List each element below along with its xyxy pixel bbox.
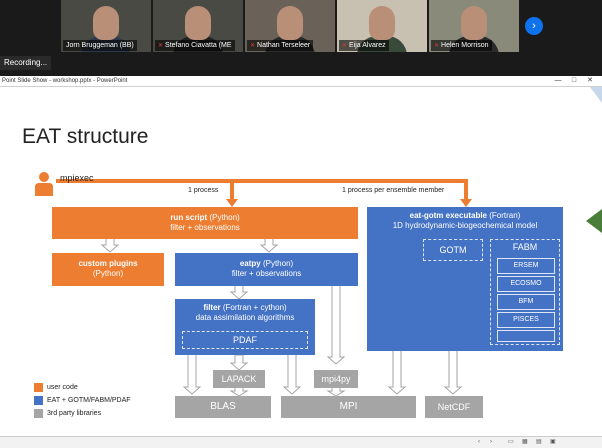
mpiexec-label: mpiexec bbox=[60, 173, 94, 183]
next-participants-button[interactable]: › bbox=[525, 17, 543, 35]
participant-face bbox=[461, 6, 487, 40]
legend-swatch-eat bbox=[34, 396, 43, 405]
mpi-box: MPI bbox=[281, 396, 416, 418]
fabm-item: ERSEM bbox=[497, 258, 555, 274]
participant-tile[interactable]: ✕Nathan Terseleer bbox=[245, 0, 335, 52]
chevron-right-icon: › bbox=[532, 20, 536, 32]
fabm-item: ECOSMO bbox=[497, 276, 555, 292]
one-process-label: 1 process bbox=[188, 187, 219, 194]
slide: EAT structure mpiexec 1 process bbox=[0, 87, 602, 436]
pdaf-box: PDAF bbox=[182, 331, 308, 349]
muted-mic-icon: ✕ bbox=[158, 43, 164, 49]
fabm-item bbox=[497, 330, 555, 342]
participant-name: ✕Stefano Ciavatta (ME bbox=[155, 40, 235, 51]
participant-face bbox=[185, 6, 211, 40]
participant-name: ✕Nathan Terseleer bbox=[247, 40, 314, 51]
netcdf-box: NetCDF bbox=[425, 396, 483, 418]
minimize-button[interactable]: — bbox=[554, 77, 562, 84]
participant-face bbox=[369, 6, 395, 40]
participant-name: ✕Helen Morrison bbox=[431, 40, 492, 51]
gotm-box: GOTM bbox=[423, 239, 483, 261]
next-slide-icon[interactable]: › bbox=[490, 439, 492, 445]
participant-tile[interactable]: ✕Helen Morrison bbox=[429, 0, 519, 52]
participant-tile[interactable]: Jorn Bruggeman (BB) bbox=[61, 0, 151, 52]
participant-tile[interactable]: ✕Stefano Ciavatta (ME bbox=[153, 0, 243, 52]
flow-arrows bbox=[56, 179, 472, 397]
participant-name: Jorn Bruggeman (BB) bbox=[63, 40, 137, 51]
window-titlebar: Point Slide Show - workshop.pptx - Power… bbox=[0, 76, 602, 87]
slide-next-marker bbox=[586, 209, 602, 233]
arrow-per-member bbox=[56, 179, 468, 201]
lapack-box: LAPACK bbox=[213, 370, 265, 388]
participant-name: ✕Eija Alvarez bbox=[339, 40, 389, 51]
reading-view-icon[interactable]: ▤ bbox=[536, 439, 542, 445]
legend-swatch-user-code bbox=[34, 383, 43, 392]
window-title: Point Slide Show - workshop.pptx - Power… bbox=[2, 78, 128, 84]
user-icon bbox=[35, 172, 53, 196]
blas-box: BLAS bbox=[175, 396, 271, 418]
slide-sorter-icon[interactable]: ▦ bbox=[522, 439, 528, 445]
fabm-item: PISCES bbox=[497, 312, 555, 328]
statusbar: ‹ › ▭ ▦ ▤ ▣ bbox=[0, 436, 602, 448]
slide-title: EAT structure bbox=[22, 125, 149, 148]
normal-view-icon[interactable]: ▭ bbox=[508, 439, 514, 445]
muted-mic-icon: ✕ bbox=[342, 43, 348, 49]
legend-user-code: user code bbox=[47, 384, 78, 391]
video-participant-strip: Jorn Bruggeman (BB) ✕Stefano Ciavatta (M… bbox=[0, 0, 602, 52]
legend-swatch-third-party bbox=[34, 409, 43, 418]
prev-slide-icon[interactable]: ‹ bbox=[478, 439, 480, 445]
fabm-label: FABM bbox=[512, 242, 538, 252]
fabm-box: FABM ERSEM ECOSMO BFM PISCES bbox=[490, 239, 560, 345]
participant-tile[interactable]: ✕Eija Alvarez bbox=[337, 0, 427, 52]
participant-face bbox=[277, 6, 303, 40]
slide-decoration bbox=[586, 87, 602, 233]
muted-mic-icon: ✕ bbox=[434, 43, 440, 49]
filter-box: filter (Fortran + cython) data assimilat… bbox=[175, 299, 315, 355]
participant-face bbox=[93, 6, 119, 40]
eatpy-box: eatpy (Python) filter + observations bbox=[175, 253, 358, 286]
run-script-box: run script (Python) filter + observation… bbox=[52, 207, 358, 239]
per-member-label: 1 process per ensemble member bbox=[342, 187, 445, 194]
legend-eat: EAT + GOTM/FABM/PDAF bbox=[47, 397, 131, 404]
fabm-item: BFM bbox=[497, 294, 555, 310]
slideshow-icon[interactable]: ▣ bbox=[550, 439, 556, 445]
muted-mic-icon: ✕ bbox=[250, 43, 256, 49]
close-button[interactable]: ✕ bbox=[587, 77, 593, 84]
restore-button[interactable]: □ bbox=[571, 77, 577, 84]
custom-plugins-box: custom plugins (Python) bbox=[52, 253, 164, 286]
mpi4py-box: mpi4py bbox=[314, 370, 358, 388]
recording-indicator: Recording... bbox=[0, 56, 52, 70]
legend-third-party: 3rd party libraries bbox=[47, 410, 102, 417]
